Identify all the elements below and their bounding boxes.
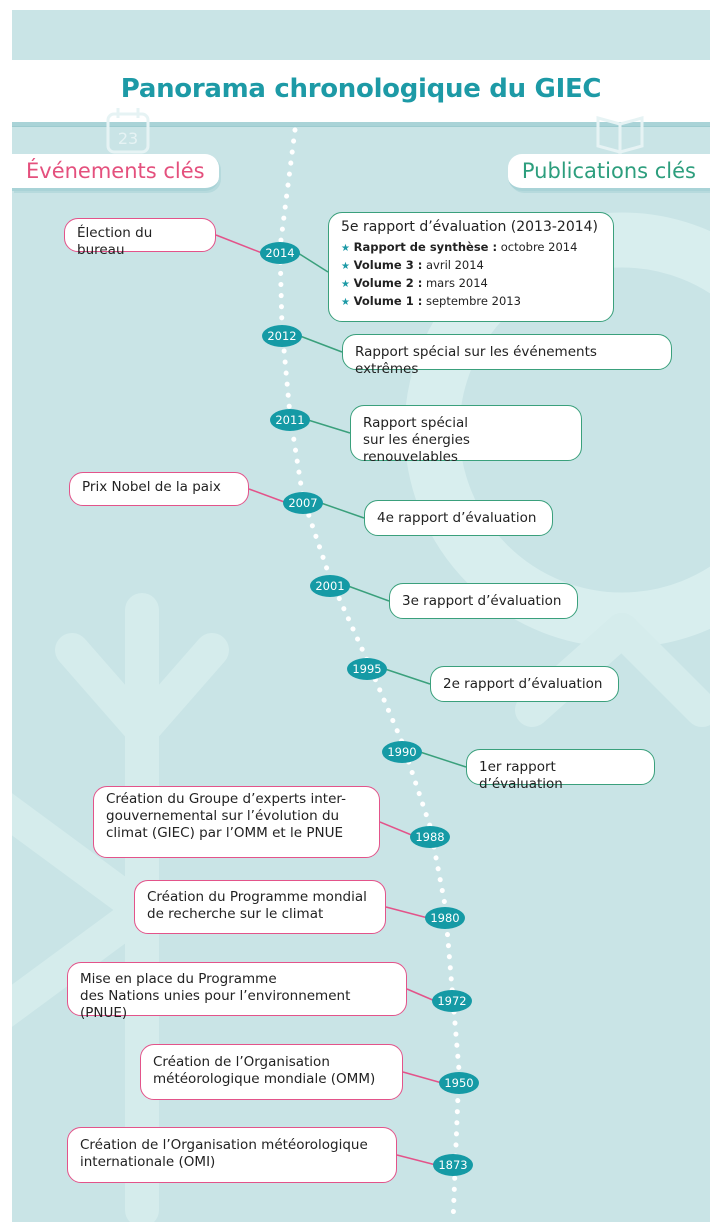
event-creation-omi: Création de l’Organisation météorologiqu… — [67, 1127, 397, 1183]
event-election-bureau: Élection du bureau — [64, 218, 216, 258]
event-creation-giec-line: climat (GIEC) par l’OMM et le PNUE — [106, 825, 343, 841]
year-badge-1950: 1950 — [439, 1072, 479, 1094]
conn-1990-pub — [419, 751, 467, 768]
year-badge-1995: 1995 — [347, 658, 387, 680]
year-badge-2014: 2014 — [260, 242, 300, 264]
conn-1950-event — [402, 1071, 443, 1084]
conn-2012-pub — [299, 335, 343, 353]
event-creation-omm-line: Création de l’Organisation — [153, 1054, 330, 1070]
conn-1873-event — [396, 1154, 437, 1166]
ar5-item-label: Volume 3 : — [353, 258, 423, 272]
ar5-item: ★ Rapport de synthèse : octobre 2014 — [341, 239, 601, 257]
publication-ar3: 3e rapport d’évaluation — [389, 583, 578, 619]
event-creation-omm: Création de l’Organisation météorologiqu… — [140, 1044, 403, 1100]
publication-srren-line: Rapport spécial — [363, 415, 468, 431]
conn-2007-pub — [320, 502, 365, 519]
event-creation-omm-line: météorologique mondiale (OMM) — [153, 1071, 376, 1087]
event-creation-giec-line: Création du Groupe d’experts inter- — [106, 791, 346, 807]
publication-srex: Rapport spécial sur les événements extrê… — [342, 334, 672, 377]
year-badge-1990: 1990 — [382, 741, 422, 763]
conn-2011-pub — [307, 419, 351, 434]
ar5-item-date: avril 2014 — [425, 258, 484, 272]
year-badge-2011: 2011 — [270, 409, 310, 431]
ar5-item-label: Rapport de synthèse : — [353, 240, 498, 254]
publication-srex-text: Rapport spécial sur les événements extrê… — [355, 344, 597, 377]
star-icon: ★ — [341, 279, 350, 290]
conn-2014-event — [215, 234, 263, 254]
year-badge-1972: 1972 — [432, 990, 472, 1012]
event-creation-pnue-line: Mise en place du Programme — [80, 971, 277, 987]
star-icon: ★ — [341, 297, 350, 308]
publication-ar2: 2e rapport d’évaluation — [430, 666, 619, 702]
conn-2001-pub — [347, 585, 390, 602]
conn-1988-event — [379, 821, 415, 837]
timeline-connectors — [215, 234, 467, 1166]
publication-ar2-text: 2e rapport d’évaluation — [443, 676, 603, 692]
page-title: Panorama chronologique du GIEC — [120, 74, 602, 104]
conn-1980-event — [385, 906, 429, 919]
publication-ar1-text: 1er rapport d’évaluation — [479, 759, 563, 792]
event-prix-nobel: Prix Nobel de la paix — [69, 472, 249, 506]
year-badge-2007: 2007 — [283, 492, 323, 514]
conn-1972-event — [406, 988, 436, 1002]
book-icon — [596, 116, 644, 154]
event-creation-pnue-line: des Nations unies pour l’environnement (… — [80, 988, 351, 1021]
conn-2014-pub — [297, 252, 329, 273]
ar5-item-date: mars 2014 — [425, 276, 488, 290]
tab-key-events: Événements clés — [12, 154, 219, 191]
year-badge-2012: 2012 — [262, 325, 302, 347]
year-badge-1873: 1873 — [433, 1154, 473, 1176]
ar5-item: ★ Volume 3 : avril 2014 — [341, 257, 601, 275]
conn-2007-event — [248, 488, 288, 504]
event-election-bureau-text: Élection du bureau — [77, 225, 153, 258]
event-creation-pnue: Mise en place du Programme des Nations u… — [67, 962, 407, 1021]
timeline-dotted-line — [277, 127, 462, 1222]
publication-ar4: 4e rapport d’évaluation — [364, 500, 553, 536]
ar5-item: ★ Volume 1 : septembre 2013 — [341, 293, 601, 311]
ar5-item-date: septembre 2013 — [425, 294, 521, 308]
title-banner: Panorama chronologique du GIEC — [12, 60, 710, 126]
event-prix-nobel-text: Prix Nobel de la paix — [82, 479, 221, 495]
star-icon: ★ — [341, 261, 350, 272]
publication-ar1: 1er rapport d’évaluation — [466, 749, 655, 792]
infographic-canvas: Panorama chronologique du GIEC 23 Événem… — [12, 10, 710, 1222]
event-creation-giec: Création du Groupe d’experts inter- gouv… — [93, 786, 380, 858]
calendar-number: 23 — [118, 129, 138, 148]
publication-srren-line: sur les énergies renouvelables — [363, 432, 470, 465]
year-badge-1980: 1980 — [425, 907, 465, 929]
event-creation-giec-line: gouvernemental sur l’évolution du — [106, 808, 340, 824]
tab-key-publications: Publications clés — [507, 154, 710, 191]
publication-ar3-text: 3e rapport d’évaluation — [402, 593, 562, 609]
event-creation-pmrc-line: de recherche sur le climat — [147, 906, 324, 922]
year-badge-2001: 2001 — [310, 575, 350, 597]
event-creation-pmrc-line: Création du Programme mondial — [147, 889, 367, 905]
ar5-item-date: octobre 2014 — [500, 240, 578, 254]
event-creation-omi-line: internationale (OMI) — [80, 1154, 216, 1170]
calendar-icon: 23 — [106, 108, 150, 154]
conn-1995-pub — [384, 668, 431, 685]
year-badge-1988: 1988 — [410, 826, 450, 848]
ar5-item-label: Volume 2 : — [353, 276, 423, 290]
publication-ar4-text: 4e rapport d’évaluation — [377, 510, 537, 526]
publication-ar5: 5e rapport d’évaluation (2013-2014) ★ Ra… — [328, 212, 614, 322]
timeline — [215, 127, 467, 1222]
publication-srren: Rapport spécial sur les énergies renouve… — [350, 405, 582, 465]
event-creation-pmrc: Création du Programme mondial de recherc… — [134, 880, 386, 934]
event-creation-omi-line: Création de l’Organisation météorologiqu… — [80, 1137, 368, 1153]
star-icon: ★ — [341, 243, 350, 254]
ar5-item: ★ Volume 2 : mars 2014 — [341, 275, 601, 293]
ar5-title: 5e rapport d’évaluation (2013-2014) — [341, 219, 598, 235]
ar5-item-label: Volume 1 : — [353, 294, 423, 308]
